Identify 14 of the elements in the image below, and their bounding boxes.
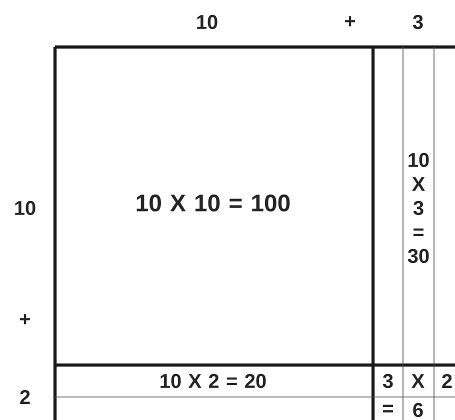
product-label: 10 X 10 = 100 [136,194,290,212]
product-label: 10 X 3 = 30 [408,152,429,264]
dimension-label: 2 [20,390,30,404]
cell-text: 6 [413,402,423,418]
cell-text: 2 [442,374,452,388]
cell-text: = [383,404,393,412]
plus-sign: + [345,16,356,26]
dimension-label: 3 [412,14,423,30]
dimension-label: 10 [15,200,36,216]
product-label: 10 X 2 = 20 [160,374,266,388]
cell-text: 3 [382,374,393,388]
plus-sign: + [20,314,30,324]
cell-text: X [412,374,424,388]
dimension-label: 10 [197,14,218,30]
